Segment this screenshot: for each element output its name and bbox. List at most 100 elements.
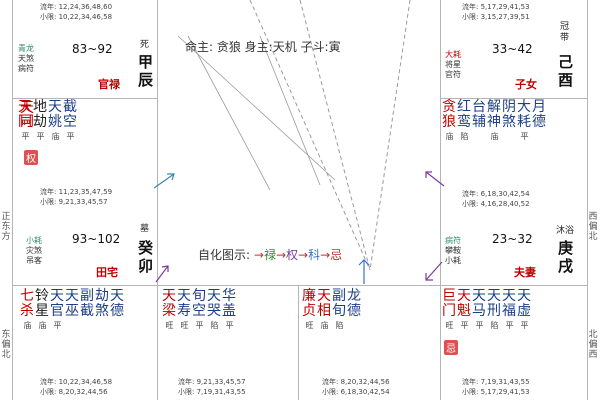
brightness-mark: 陷: [460, 132, 469, 141]
brightness-mark: 庙: [490, 132, 499, 141]
brightness-mark: 庙: [38, 321, 47, 330]
brightness-mark: [347, 321, 362, 331]
star-char: 德: [532, 114, 547, 130]
bottom2-star-columns: 天梁天寿旬空天哭华盖: [162, 289, 294, 319]
legend-arrow: →: [253, 248, 264, 262]
bottom3-minor-limits: 小限: 6,18,30,42,54: [322, 388, 390, 396]
star-char: 辅: [472, 114, 487, 130]
minor-limits-top-right: 小限: 3,15,27,39,51: [462, 13, 530, 21]
direction-label-right-top: 西偏北: [588, 212, 598, 242]
mao-branch: 卯: [138, 257, 154, 275]
mao-minor-stars: 小耗 灾煞 吊客: [26, 236, 52, 266]
xu-palace-name[interactable]: 夫妻: [514, 266, 536, 279]
star-column: 巨门: [442, 289, 457, 319]
chen-minor-stars: 青龙 天煞 病符: [18, 44, 42, 74]
star-char: 虚: [517, 303, 532, 319]
chen-branch: 辰: [138, 71, 154, 89]
minor-star: 青龙: [18, 44, 34, 53]
brightness-mark: 庙: [23, 321, 32, 330]
brightness-mark: 平: [21, 132, 30, 141]
xu-minor-stars: 病符 攀鞍 小耗: [445, 236, 471, 266]
you-palace-name[interactable]: 子女: [515, 78, 537, 91]
star-char: 天: [48, 99, 63, 115]
star-column: 台辅: [472, 100, 487, 130]
star-char: 副: [80, 288, 95, 304]
legend-items: →禄→权→科→忌: [254, 248, 342, 262]
star-char: 门: [442, 303, 457, 319]
brightness-mark: [532, 132, 547, 142]
minor-star: 病符: [18, 64, 34, 73]
self-transform-arrow-bottom-left: [155, 265, 169, 283]
minor-star: 灾煞: [26, 246, 42, 255]
brightness-mark: 陷: [210, 321, 219, 330]
bottom2-flow-years: 流年: 9,21,33,45,57: [178, 378, 246, 386]
star-column: 旬空: [192, 289, 207, 319]
star-char: 福: [502, 303, 517, 319]
legend-item: 权: [286, 248, 299, 262]
brightness-mark: 旺: [305, 321, 314, 330]
star-char: 天: [487, 288, 502, 304]
star-char: 截: [80, 303, 95, 319]
brightness-mark: [110, 321, 125, 331]
brightness-mark: 平: [520, 132, 529, 141]
brightness-mark: 平: [505, 321, 514, 330]
star-char: 魁: [457, 303, 472, 319]
star-column: 华盖: [222, 289, 237, 319]
self-transform-arrow-left: [153, 173, 175, 189]
star-char: 鸾: [457, 114, 472, 130]
star-column: 天梁: [162, 289, 177, 319]
bottom1-star-columns: 七杀铃星天官天巫副截劫煞天德: [20, 289, 155, 319]
star-column: 天同: [18, 100, 33, 130]
self-transform-arrow-bottom-right: [425, 261, 443, 281]
star-char: 解: [487, 99, 502, 115]
mao-flow-years: 流年: 11,23,35,47,59: [40, 188, 113, 196]
star-char: 七: [20, 288, 35, 304]
star-column: 天福: [502, 289, 517, 319]
star-char: 德: [347, 303, 362, 319]
brightness-mark: [472, 132, 487, 142]
brightness-mark: [80, 321, 95, 331]
brightness-mark: [502, 132, 517, 142]
star-char: 天: [502, 288, 517, 304]
mao-minor-limits: 小限: 9,21,33,45,57: [40, 198, 108, 206]
star-column: 廉贞: [302, 289, 317, 319]
star-char: 劫: [95, 288, 110, 304]
star-char: 天: [50, 288, 65, 304]
mao-palace-name[interactable]: 田宅: [96, 266, 118, 279]
star-char: 耗: [517, 114, 532, 130]
star-char: 天: [517, 288, 532, 304]
xu-minor-limits: 小限: 4,16,28,40,52: [462, 200, 530, 208]
star-char: 马: [472, 303, 487, 319]
star-column: 天马: [472, 289, 487, 319]
star-char: 姚: [48, 114, 63, 130]
xu-flow-years: 流年: 6,18,30,42,54: [462, 190, 530, 198]
xu-stem: 庚: [558, 239, 574, 257]
star-char: 天: [110, 288, 125, 304]
bottom4-flow-years: 流年: 7,19,31,43,55: [462, 378, 530, 386]
star-char: 天: [207, 288, 222, 304]
brightness-mark: [95, 321, 110, 331]
star-char: 月: [532, 99, 547, 115]
mao-life-phase: 墓: [140, 224, 150, 234]
star-column: 龙德: [347, 289, 362, 319]
star-char: 煞: [502, 114, 517, 130]
you-stem: 己: [558, 53, 574, 71]
minor-star: 吊客: [26, 256, 42, 265]
brightness-mark: 旺: [445, 321, 454, 330]
direction-label-left-bottom: 东偏北: [1, 330, 11, 360]
star-char: 天: [317, 288, 332, 304]
minor-star: 天煞: [18, 54, 34, 63]
brightness-mark: 平: [36, 132, 45, 141]
minor-star: 大耗: [445, 50, 461, 59]
star-column: 铃星: [35, 289, 50, 319]
chen-palace-name[interactable]: 官禄: [98, 78, 120, 91]
brightness-mark: 平: [460, 321, 469, 330]
legend-item: 科: [308, 248, 321, 262]
xu-life-phase: 沐浴: [556, 226, 575, 236]
bottom4-minor-limits: 小限: 5,17,29,41,53: [462, 388, 530, 396]
direction-label-left-top: 正东方: [1, 212, 11, 242]
star-char: 台: [472, 99, 487, 115]
brightness-mark: 庙: [320, 321, 329, 330]
star-column: 天哭: [207, 289, 222, 319]
